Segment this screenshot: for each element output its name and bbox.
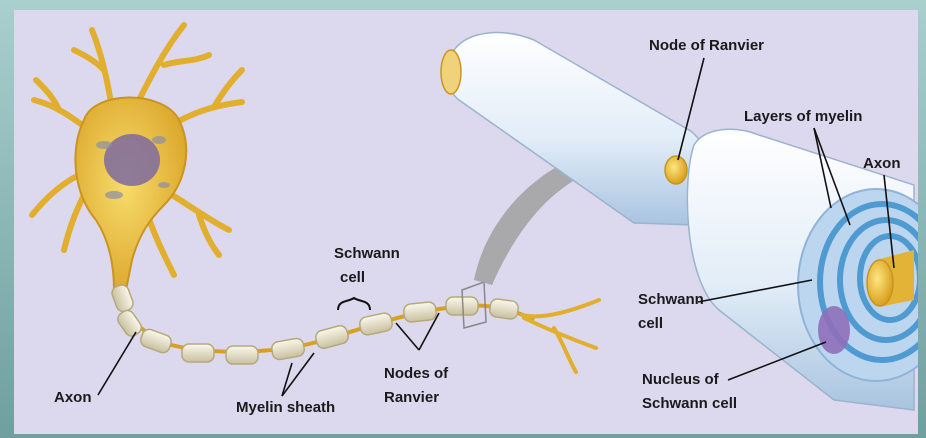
label-schwann-cell-right-2: cell — [638, 315, 663, 332]
axon-terminals — [522, 300, 599, 372]
node-of-ranvier-axon — [665, 156, 687, 184]
label-nodes-of-ranvier-1: Nodes of — [384, 365, 449, 382]
label-axon-left: Axon — [54, 389, 92, 406]
neuron-diagram: Node of Ranvier Layers of myelin Axon Sc… — [14, 10, 918, 434]
diagram-panel: Node of Ranvier Layers of myelin Axon Sc… — [14, 10, 918, 434]
myelin-segments — [110, 283, 519, 364]
label-layers-of-myelin: Layers of myelin — [744, 108, 862, 125]
label-axon-right: Axon — [863, 155, 901, 172]
label-schwann-cell-right-1: Schwann — [638, 291, 704, 308]
label-nucleus-1: Nucleus of — [642, 371, 720, 388]
label-myelin-sheath: Myelin sheath — [236, 399, 335, 416]
label-node-of-ranvier: Node of Ranvier — [649, 37, 764, 54]
schwann-cell-segment-upper — [441, 33, 710, 225]
label-schwann-cell-top-2: cell — [340, 269, 365, 286]
label-nucleus-2: Schwann cell — [642, 395, 737, 412]
axon-core — [867, 260, 893, 306]
label-schwann-cell-top-1: Schwann — [334, 245, 400, 262]
schwann-nucleus — [818, 306, 850, 354]
schwann-cell-brace — [338, 298, 370, 310]
cell-nucleus — [104, 134, 160, 186]
label-nodes-of-ranvier-2: Ranvier — [384, 389, 439, 406]
